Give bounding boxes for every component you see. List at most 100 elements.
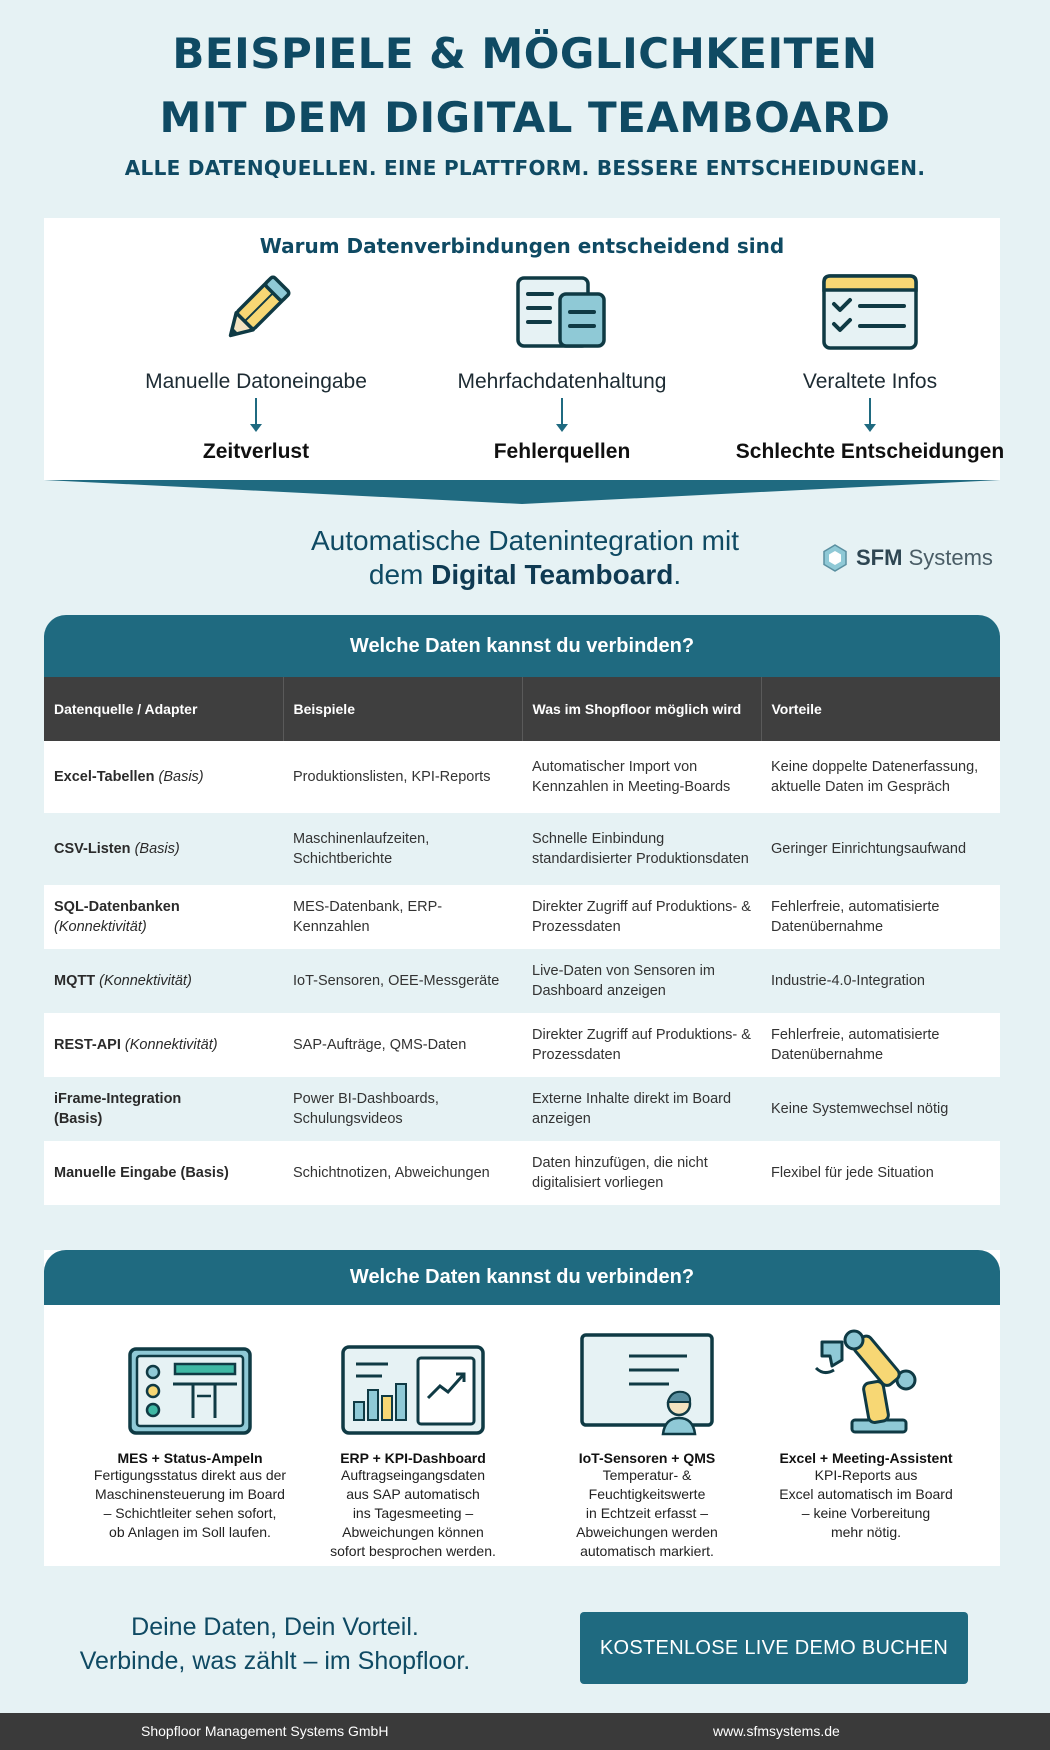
closing-line2: Verbinde, was zählt – im Shopfloor. bbox=[79, 1647, 471, 1675]
cell-benefit: Keine doppelte Datenerfassung, aktuelle … bbox=[761, 741, 1000, 813]
down-arrow-icon bbox=[864, 398, 876, 432]
table-row: REST-API (Konnektivität) SAP-Aufträge, Q… bbox=[44, 1013, 1000, 1077]
closing-statement: Deine Daten, Dein Vorteil. Verbinde, was… bbox=[40, 1610, 510, 1678]
integration-line2-pre: dem bbox=[368, 559, 432, 590]
sfm-logo-icon bbox=[823, 544, 847, 572]
examples-section: Welche Daten kannst du verbinden? MES + … bbox=[44, 1250, 1000, 1566]
cell-benefit: Flexibel für jede Situation bbox=[761, 1141, 1000, 1205]
example-erp: ERP + KPI-Dashboard Auftragseingangsdate… bbox=[313, 1318, 513, 1561]
examples-title: Welche Daten kannst du verbinden? bbox=[44, 1250, 1000, 1305]
cell-source: MQTT (Konnektivität) bbox=[44, 949, 283, 1013]
why-item-outdated: Veraltete Infos Schlechte Entscheidungen bbox=[720, 268, 1020, 464]
cell-benefit: Geringer Einrichtungsaufwand bbox=[761, 813, 1000, 885]
cell-example: MES-Datenbank, ERP-Kennzahlen bbox=[283, 885, 522, 949]
example-mes: MES + Status-Ampeln Fertigungsstatus dir… bbox=[90, 1318, 290, 1542]
pencil-icon bbox=[106, 268, 406, 352]
cell-source: iFrame-Integration(Basis) bbox=[44, 1077, 283, 1141]
why-section: Warum Datenverbindungen entscheidend sin… bbox=[44, 218, 1004, 480]
bottom-bar: Shopfloor Management Systems GmbH www.sf… bbox=[0, 1713, 1050, 1750]
why-problem: Mehrfachdatenhaltung bbox=[457, 370, 667, 393]
table-row: CSV-Listen (Basis) Maschinenlaufzeiten, … bbox=[44, 813, 1000, 885]
monitor-person-icon bbox=[547, 1318, 747, 1436]
cell-example: IoT-Sensoren, OEE-Messgeräte bbox=[283, 949, 522, 1013]
example-title: Excel + Meeting-Assistent bbox=[779, 1450, 953, 1466]
cell-source: REST-API (Konnektivität) bbox=[44, 1013, 283, 1077]
why-problem: Veraltete Infos bbox=[802, 370, 938, 393]
documents-icon bbox=[412, 268, 712, 352]
cell-source: Excel-Tabellen (Basis) bbox=[44, 741, 283, 813]
cell-possible: Direkter Zugriff auf Produktions- & Proz… bbox=[522, 1013, 761, 1077]
cell-example: SAP-Aufträge, QMS-Daten bbox=[283, 1013, 522, 1077]
cell-benefit: Fehlerfreie, automatisierte Datenübernah… bbox=[761, 1013, 1000, 1077]
table-title: Welche Daten kannst du verbinden? bbox=[44, 615, 1000, 677]
cell-possible: Daten hinzufügen, die nicht digitalisier… bbox=[522, 1141, 761, 1205]
cell-possible: Live-Daten von Sensoren im Dashboard anz… bbox=[522, 949, 761, 1013]
sfm-logo: SFM Systems bbox=[820, 542, 993, 574]
book-demo-button[interactable]: KOSTENLOSE LIVE DEMO BUCHEN bbox=[580, 1612, 968, 1684]
robot-arm-icon bbox=[766, 1318, 966, 1436]
example-title: ERP + KPI-Dashboard bbox=[340, 1450, 486, 1466]
down-arrow-icon bbox=[250, 398, 262, 432]
table-row: Excel-Tabellen (Basis) Produktionslisten… bbox=[44, 741, 1000, 813]
integration-line2-post: . bbox=[673, 559, 682, 590]
cell-example: Maschinenlaufzeiten, Schichtberichte bbox=[283, 813, 522, 885]
section-banner bbox=[44, 480, 1000, 504]
cell-benefit: Industrie-4.0-Integration bbox=[761, 949, 1000, 1013]
why-item-manual: Manuelle Datoneingabe Zeitverlust bbox=[106, 268, 406, 464]
column-header: Was im Shopfloor möglich wird bbox=[522, 677, 762, 741]
table-header-row: Datenquelle / Adapter Beispiele Was im S… bbox=[44, 677, 1000, 741]
sfm-logo-rest: Systems bbox=[902, 545, 993, 570]
cell-possible: Automatischer Import von Kennzahlen in M… bbox=[522, 741, 761, 813]
why-result: Fehlerquellen bbox=[493, 440, 631, 463]
cell-benefit: Fehlerfreie, automatisierte Datenübernah… bbox=[761, 885, 1000, 949]
data-sources-table: Datenquelle / Adapter Beispiele Was im S… bbox=[44, 677, 1000, 1205]
example-iot: IoT-Sensoren + QMS Temperatur- & Feuchti… bbox=[547, 1318, 747, 1561]
website-link[interactable]: www.sfmsystems.de bbox=[713, 1723, 840, 1739]
column-header: Datenquelle / Adapter bbox=[44, 677, 284, 741]
cell-possible: Externe Inhalte direkt im Board anzeigen bbox=[522, 1077, 761, 1141]
table-row: Manuelle Eingabe (Basis) Schichtnotizen,… bbox=[44, 1141, 1000, 1205]
cell-possible: Schnelle Einbindung standardisierter Pro… bbox=[522, 813, 761, 885]
why-item-multiple: Mehrfachdatenhaltung Fehlerquellen bbox=[412, 268, 712, 464]
page-subtitle: ALLE DATENQUELLEN. EINE PLATTFORM. BESSE… bbox=[124, 156, 926, 180]
why-result: Schlechte Entscheidungen bbox=[735, 440, 1005, 463]
example-title: MES + Status-Ampeln bbox=[117, 1450, 263, 1466]
kpi-dashboard-icon bbox=[313, 1318, 513, 1436]
why-problem: Manuelle Datoneingabe bbox=[145, 370, 367, 393]
cell-example: Produktionslisten, KPI-Reports bbox=[283, 741, 522, 813]
sfm-logo-text: SFM Systems bbox=[856, 545, 993, 571]
data-sources-table-section: Welche Daten kannst du verbinden? Datenq… bbox=[44, 615, 1000, 1205]
page-header: BEISPIELE & MÖGLICHKEITEN MIT DEM DIGITA… bbox=[0, 22, 1050, 180]
integration-headline: Automatische Datenintegration mit dem Di… bbox=[180, 524, 870, 592]
example-title: IoT-Sensoren + QMS bbox=[578, 1450, 716, 1466]
table-row: SQL-Datenbanken(Konnektivität) MES-Daten… bbox=[44, 885, 1000, 949]
cell-source: CSV-Listen (Basis) bbox=[44, 813, 283, 885]
down-arrow-icon bbox=[556, 398, 568, 432]
why-title: Warum Datenverbindungen entscheidend sin… bbox=[259, 234, 785, 258]
cell-source: SQL-Datenbanken(Konnektivität) bbox=[44, 885, 283, 949]
cell-example: Schichtnotizen, Abweichungen bbox=[283, 1141, 522, 1205]
closing-line1: Deine Daten, Dein Vorteil. bbox=[131, 1613, 419, 1641]
cell-example: Power BI-Dashboards, Schulungsvideos bbox=[283, 1077, 522, 1141]
example-excel: Excel + Meeting-Assistent KPI-Reports au… bbox=[766, 1318, 966, 1542]
status-board-icon bbox=[90, 1318, 290, 1436]
integration-line2: dem Digital Teamboard. bbox=[180, 558, 870, 592]
cell-benefit: Keine Systemwechsel nötig bbox=[761, 1077, 1000, 1141]
cell-possible: Direkter Zugriff auf Produktions- & Proz… bbox=[522, 885, 761, 949]
company-name: Shopfloor Management Systems GmbH bbox=[141, 1723, 389, 1739]
table-row: MQTT (Konnektivität) IoT-Sensoren, OEE-M… bbox=[44, 949, 1000, 1013]
column-header: Beispiele bbox=[283, 677, 523, 741]
column-header: Vorteile bbox=[761, 677, 1000, 741]
integration-product-name: Digital Teamboard bbox=[431, 559, 674, 590]
why-result: Zeitverlust bbox=[202, 440, 310, 463]
page-title-line2: MIT DEM DIGITAL TEAMBOARD bbox=[159, 93, 891, 142]
sfm-logo-bold: SFM bbox=[856, 545, 903, 570]
integration-line1: Automatische Datenintegration mit bbox=[311, 525, 739, 556]
page-title-line1: BEISPIELE & MÖGLICHKEITEN bbox=[172, 29, 878, 78]
checklist-icon bbox=[720, 268, 1020, 352]
table-row: iFrame-Integration(Basis) Power BI-Dashb… bbox=[44, 1077, 1000, 1141]
